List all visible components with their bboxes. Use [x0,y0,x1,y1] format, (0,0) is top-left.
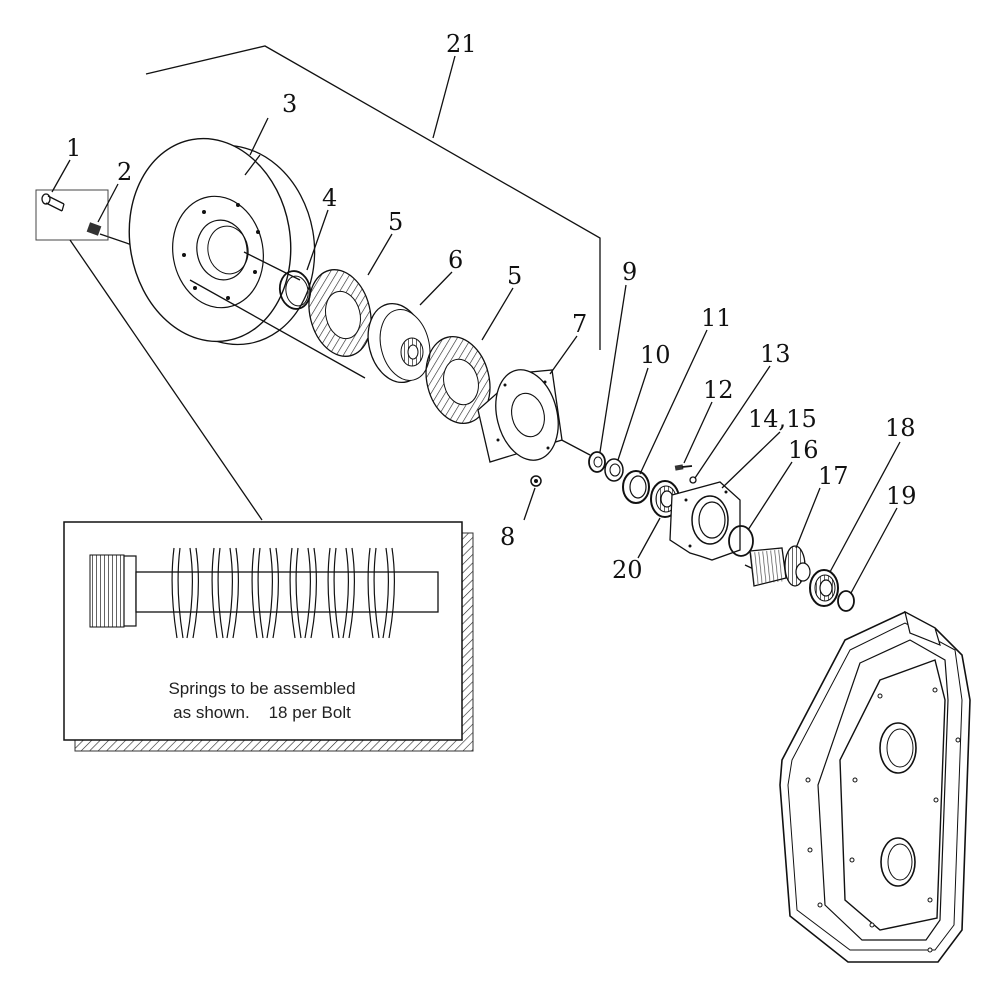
assembly-bracket-21 [145,45,601,350]
leader-lines [51,117,901,594]
bolt-part-1 [41,193,65,212]
callout-14-15: 14,15 [748,405,817,433]
friction-disc-part-5a [308,269,372,357]
gear-shaft-part-17 [748,545,811,587]
callout-6: 6 [448,246,463,274]
callout-7: 7 [572,310,587,338]
nut-part-8 [530,475,542,487]
callout-20: 20 [612,556,643,584]
callout-10: 10 [640,341,671,369]
callout-11: 11 [701,304,732,332]
gearbox-case [779,610,971,963]
hub-plate-part-6 [367,302,431,384]
callout-16: 16 [788,436,819,464]
snap-ring-part-16 [728,525,754,557]
callout-2: 2 [117,158,132,186]
callout-labels: 21 3 1 2 4 5 6 5 7 8 9 10 11 12 13 14,15… [66,30,917,584]
callout-4: 4 [322,184,337,212]
callout-12: 12 [703,376,734,404]
callout-21: 21 [446,30,477,58]
callout-13: 13 [760,340,791,368]
inset-note-line-1: Springs to be assembled [168,679,355,698]
washer-part-9 [588,451,606,473]
callout-3: 3 [282,90,297,118]
callout-5a: 5 [388,208,403,236]
washer-part-10 [604,458,624,482]
snap-ring-part-19 [837,590,855,612]
flywheel-part-3 [128,137,316,346]
callout-1: 1 [66,134,81,162]
callout-19: 19 [886,482,917,510]
bearing-part-18 [809,569,839,607]
callout-5b: 5 [507,262,522,290]
inset-note-line-2: as shown. 18 per Bolt [173,703,351,722]
callout-8: 8 [500,523,515,551]
callout-9: 9 [622,258,637,286]
nut-part-2 [86,222,102,236]
washer-part-13 [689,476,697,484]
bolt-nut-box [35,189,109,241]
spring-assembly-inset: Springs to be assembled as shown. 18 per… [63,521,474,752]
callout-17: 17 [818,462,849,490]
friction-disc-part-5b [425,336,491,424]
ring-part-4 [278,270,312,310]
inset-spring-stack [89,547,439,639]
callout-18: 18 [885,414,916,442]
seal-part-11 [622,470,650,504]
pressure-plate-part-7 [477,369,563,463]
bolt-part-12 [674,464,693,471]
bearing-housing-part-14-15 [669,481,741,561]
